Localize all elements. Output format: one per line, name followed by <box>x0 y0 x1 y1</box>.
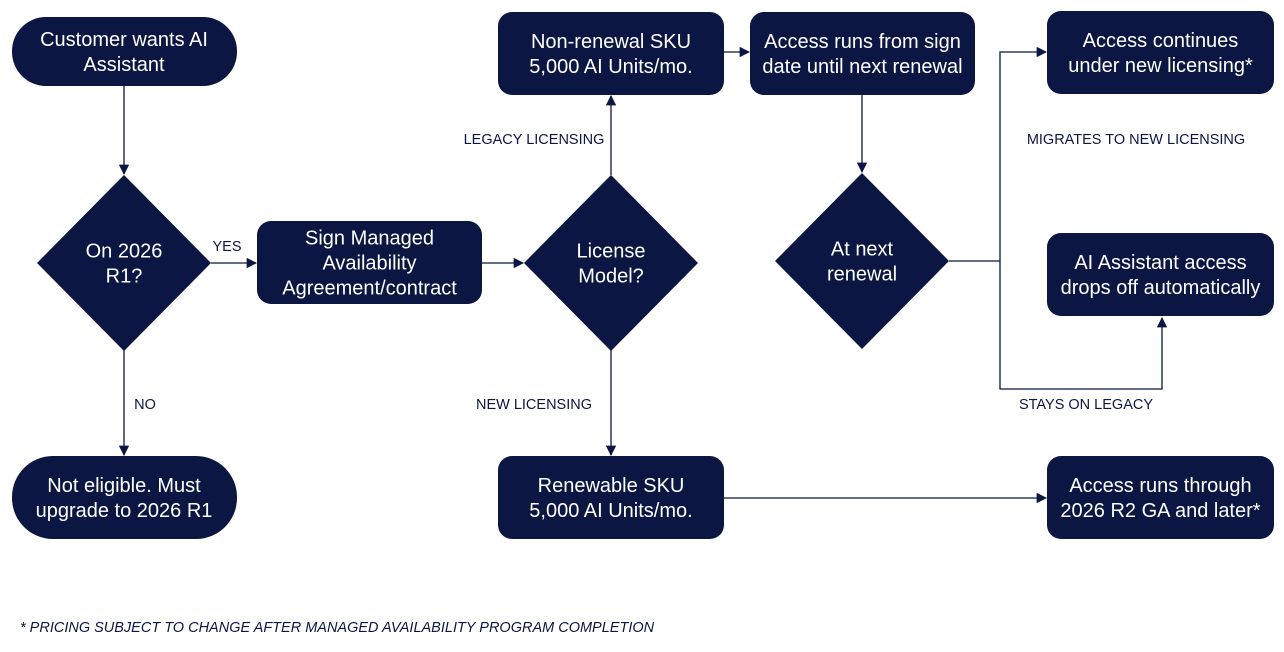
edge-label-legacy: LEGACY LICENSING <box>464 132 605 148</box>
access-r2-line: Access runs through <box>1069 475 1251 497</box>
q-license-line: License <box>577 241 646 263</box>
sign-agreement-line: Sign Managed <box>305 228 434 250</box>
renewable-sku-line: Renewable SKU <box>538 475 685 497</box>
edge-label-migrates: MIGRATES TO NEW LICENSING <box>1027 132 1245 148</box>
edge-label-yes: YES <box>212 239 241 255</box>
non-renewal-sku-text: Non-renewal SKU 5,000 AI Units/mo. <box>529 31 692 78</box>
non-renewal-sku-line: 5,000 AI Units/mo. <box>529 56 692 78</box>
non-renewal-sku-box: Non-renewal SKU 5,000 AI Units/mo. <box>498 12 724 95</box>
edge-renewal-stays <box>999 261 1168 390</box>
pricing-footnote: * PRICING SUBJECT TO CHANGE AFTER MANAGE… <box>20 620 655 636</box>
start-line: Assistant <box>83 54 165 76</box>
q-release-line: R1? <box>106 266 143 288</box>
access-continues-line: under new licensing* <box>1068 55 1253 77</box>
renewable-sku-line: 5,000 AI Units/mo. <box>529 500 692 522</box>
renewable-sku-text: Renewable SKU 5,000 AI Units/mo. <box>529 475 692 522</box>
next-renewal-decision-diamond: At next renewal <box>775 173 949 349</box>
access-r2-text: Access runs through 2026 R2 GA and later* <box>1060 475 1260 522</box>
access-continues-line: Access continues <box>1083 30 1239 52</box>
access-drops-line: AI Assistant access <box>1074 252 1246 274</box>
q-release-line: On 2026 <box>86 241 163 263</box>
not-eligible-text: Not eligible. Must upgrade to 2026 R1 <box>36 475 213 522</box>
access-sign-date-text: Access runs from sign date until next ren… <box>762 31 962 78</box>
access-drops-line: drops off automatically <box>1061 277 1261 299</box>
q-license-line: Model? <box>578 266 644 288</box>
q-next-renewal-line: At next <box>831 239 894 261</box>
q-next-renewal-line: renewal <box>827 264 897 286</box>
not-eligible-line: Not eligible. Must <box>47 475 201 497</box>
start-line: Customer wants AI <box>40 29 208 51</box>
access-r2-box: Access runs through 2026 R2 GA and later* <box>1047 456 1274 539</box>
edge-label-no: NO <box>134 397 156 413</box>
sign-agreement-line: Availability <box>322 253 416 275</box>
non-renewal-sku-line: Non-renewal SKU <box>531 31 691 53</box>
access-r2-line: 2026 R2 GA and later* <box>1060 500 1260 522</box>
access-sign-date-box: Access runs from sign date until next ren… <box>750 12 975 95</box>
access-sign-date-line: date until next renewal <box>762 56 962 78</box>
renewable-sku-box: Renewable SKU 5,000 AI Units/mo. <box>498 456 724 539</box>
access-drops-text: AI Assistant access drops off automatical… <box>1061 252 1261 299</box>
connectors <box>118 46 1168 504</box>
access-continues-text: Access continues under new licensing* <box>1068 30 1253 77</box>
sign-agreement-line: Agreement/contract <box>282 278 457 300</box>
start-node-text: Customer wants AI Assistant <box>40 29 208 76</box>
access-continues-box: Access continues under new licensing* <box>1047 11 1274 94</box>
access-drops-box: AI Assistant access drops off automatical… <box>1047 233 1274 316</box>
edge-renewal-migrates <box>949 46 1048 262</box>
edge-label-new: NEW LICENSING <box>476 397 592 413</box>
not-eligible-line: upgrade to 2026 R1 <box>36 500 213 522</box>
not-eligible-node: Not eligible. Must upgrade to 2026 R1 <box>12 456 237 539</box>
access-sign-date-line: Access runs from sign <box>764 31 961 53</box>
edge-label-stays: STAYS ON LEGACY <box>1019 397 1153 413</box>
start-node: Customer wants AI Assistant <box>12 17 237 86</box>
next-renewal-decision-text: At next renewal <box>827 239 897 286</box>
